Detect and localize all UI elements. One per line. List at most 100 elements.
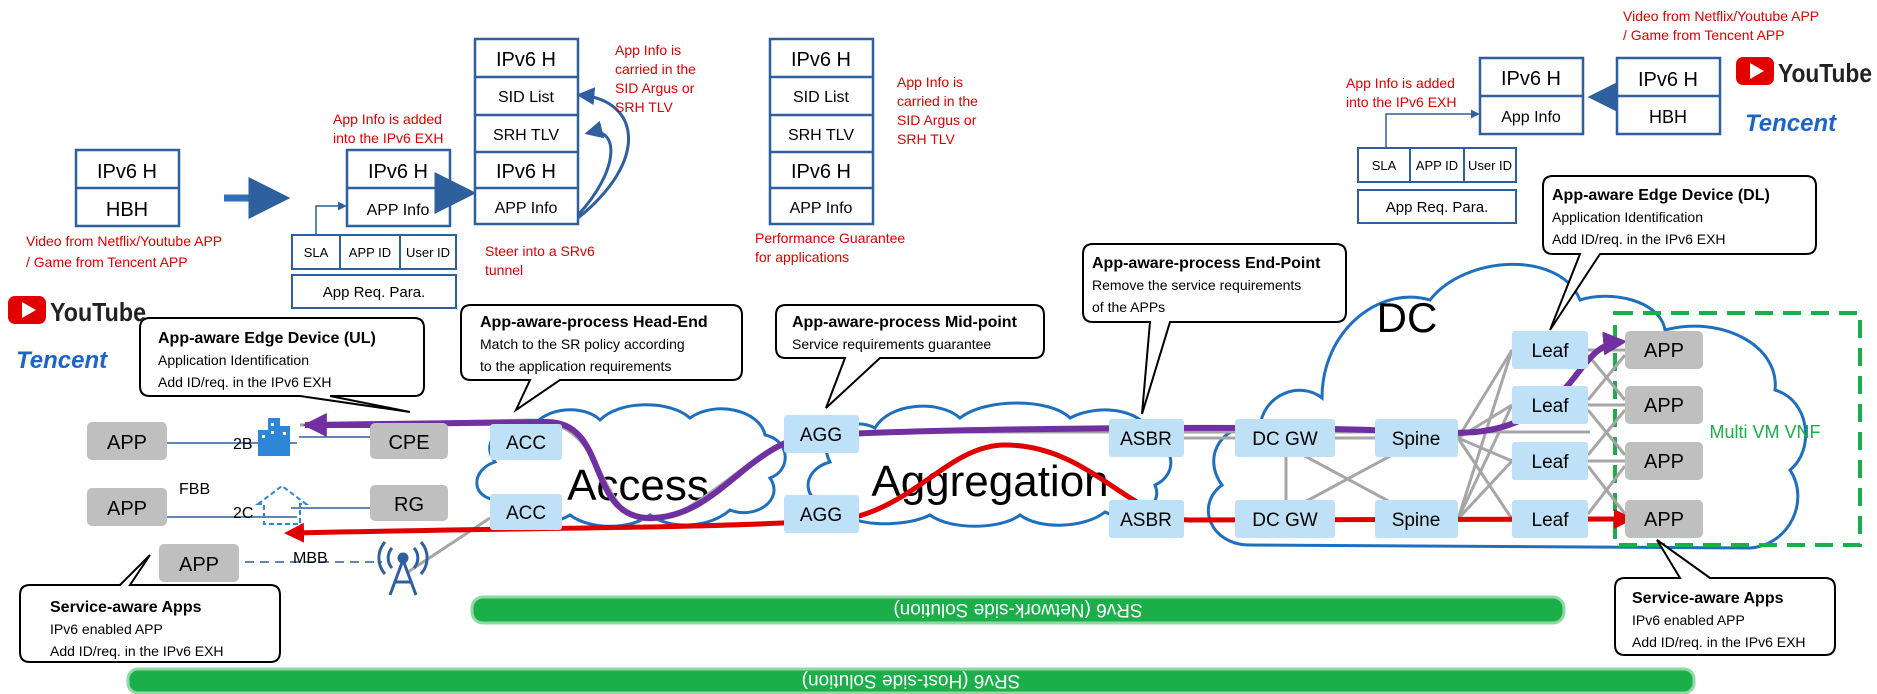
- dc-gw-node[interactable]: DC GW: [1235, 419, 1335, 457]
- spine-node[interactable]: Spine: [1375, 419, 1458, 457]
- spine-node[interactable]: Spine: [1375, 500, 1458, 538]
- note-steer: Steer into a SRv6 tunnel: [485, 243, 595, 278]
- callout-title: App-aware-process Head-End: [480, 314, 708, 331]
- note-video-left: Video from Netflix/Youtube APP / Game fr…: [26, 233, 222, 270]
- asbr-node[interactable]: ASBR: [1109, 500, 1184, 538]
- header-row: SID List: [793, 89, 850, 106]
- svg-text:Performance Guarantee: Performance Guarantee: [755, 230, 905, 246]
- svg-text:SID Argus or: SID Argus or: [615, 80, 695, 96]
- header-srh-stack: IPv6 H SID List SRH TLV IPv6 H APP Info: [473, 37, 580, 226]
- vm-app-node[interactable]: APP: [1625, 442, 1703, 480]
- svg-text:App Info is: App Info is: [897, 74, 963, 90]
- leaf-label: Leaf: [1532, 341, 1570, 362]
- agg-node[interactable]: AGG: [784, 415, 859, 453]
- label-fbb: FBB: [179, 481, 210, 498]
- svg-text:Steer into a SRv6: Steer into a SRv6: [485, 243, 595, 259]
- vm-app-node[interactable]: APP: [1625, 331, 1703, 369]
- rg-node[interactable]: RG: [370, 485, 448, 521]
- dc-gw-label: DC GW: [1252, 510, 1318, 531]
- callout-end-point: App-aware-process End-Point Remove the s…: [1082, 243, 1347, 415]
- app-node[interactable]: APP: [87, 422, 167, 460]
- app-label: APP: [1644, 509, 1684, 531]
- callout-edge-dl: App-aware Edge Device (DL) Application I…: [1542, 175, 1817, 331]
- subfields-right: SLA APP ID User ID App Req. Para.: [1357, 109, 1517, 224]
- rg-label: RG: [394, 494, 424, 516]
- note-added-right: App Info is added into the IPv6 EXH: [1346, 75, 1457, 110]
- header-row: SRH TLV: [788, 127, 854, 144]
- callout-line: Add ID/req. in the IPv6 EXH: [158, 374, 332, 390]
- svg-text:/ Game from Tencent APP: / Game from Tencent APP: [1623, 27, 1785, 43]
- acc-node[interactable]: ACC: [490, 494, 562, 530]
- callout-line: Add ID/req. in the IPv6 EXH: [1552, 231, 1726, 247]
- svg-text:Tencent: Tencent: [1745, 110, 1837, 137]
- host-side-label: SRv6 (Host-side Solution): [802, 670, 1021, 691]
- vm-app-node[interactable]: APP: [1625, 500, 1703, 538]
- leaf-node[interactable]: Leaf: [1512, 386, 1588, 424]
- svg-text:/ Game from Tencent APP: / Game from Tencent APP: [26, 254, 188, 270]
- cell-tower-icon: [377, 541, 429, 596]
- header-app-info: IPv6 H APP Info: [345, 148, 452, 228]
- callout-line: IPv6 enabled APP: [1632, 612, 1745, 628]
- app-node[interactable]: APP: [87, 488, 167, 526]
- youtube-logo: YouTube: [8, 296, 146, 327]
- svg-text:Video from Netflix/Youtube APP: Video from Netflix/Youtube APP: [1623, 8, 1819, 24]
- access-links: [133, 436, 382, 563]
- label-2c: 2C: [233, 505, 253, 522]
- header-hbh-right: IPv6 H HBH: [1615, 56, 1722, 136]
- acc-node[interactable]: ACC: [490, 424, 562, 460]
- callout-head-end: App-aware-process Head-End Match to the …: [460, 304, 743, 413]
- header-app-info-right: IPv6 H App Info: [1478, 56, 1585, 136]
- header-row: APP Info: [790, 200, 853, 217]
- callout-line: Add ID/req. in the IPv6 EXH: [50, 643, 224, 659]
- callout-line: of the APPs: [1092, 299, 1165, 315]
- asbr-label: ASBR: [1120, 429, 1172, 450]
- svg-text:App Info is: App Info is: [615, 42, 681, 58]
- svg-text:App Info is added: App Info is added: [333, 111, 442, 127]
- acc-label: ACC: [506, 433, 546, 454]
- vm-app-node[interactable]: APP: [1625, 386, 1703, 424]
- callout-title: App-aware-process Mid-point: [792, 314, 1018, 331]
- svg-text:into the IPv6 EXH: into the IPv6 EXH: [333, 130, 444, 146]
- spine-label: Spine: [1392, 429, 1441, 450]
- dc-gw-label: DC GW: [1252, 429, 1318, 450]
- agg-node[interactable]: AGG: [784, 495, 859, 533]
- callout-title: App-aware Edge Device (DL): [1552, 187, 1770, 204]
- dc-gw-node[interactable]: DC GW: [1235, 500, 1335, 538]
- field-app-id: APP ID: [349, 245, 391, 260]
- leaf-node[interactable]: Leaf: [1512, 500, 1588, 538]
- header-row: IPv6 H: [97, 161, 157, 183]
- svg-text:carried in the: carried in the: [897, 93, 978, 109]
- field-req: App Req. Para.: [1386, 199, 1489, 216]
- svg-text:carried in the: carried in the: [615, 61, 696, 77]
- building-icon: [258, 418, 290, 456]
- svg-text:SRH TLV: SRH TLV: [897, 131, 955, 147]
- svg-text:Video from Netflix/Youtube APP: Video from Netflix/Youtube APP: [26, 233, 222, 249]
- callout-line: IPv6 enabled APP: [50, 621, 163, 637]
- header-row: HBH: [1649, 107, 1687, 127]
- field-sla: SLA: [304, 245, 329, 260]
- vnf-group: Multi VM VNF: [1613, 311, 1862, 547]
- callout-line: to the application requirements: [480, 358, 671, 374]
- app-label: APP: [1644, 451, 1684, 473]
- callout-line: Add ID/req. in the IPv6 EXH: [1632, 634, 1806, 650]
- callout-line: Remove the service requirements: [1092, 277, 1301, 293]
- cpe-node[interactable]: CPE: [370, 423, 448, 459]
- header-row: IPv6 H: [496, 49, 556, 71]
- cpe-label: CPE: [388, 432, 429, 454]
- leaf-node[interactable]: Leaf: [1512, 442, 1588, 480]
- svg-text:into the IPv6 EXH: into the IPv6 EXH: [1346, 94, 1457, 110]
- callout-line: Match to the SR policy according: [480, 336, 685, 352]
- callout-mid-point: App-aware-process Mid-point Service requ…: [775, 304, 1045, 409]
- app-node[interactable]: APP: [159, 544, 239, 582]
- note-perf: Performance Guarantee for applications: [755, 230, 905, 265]
- agg-label: AGG: [800, 425, 842, 446]
- callout-title: Service-aware Apps: [50, 599, 202, 616]
- leaf-node[interactable]: Leaf: [1512, 331, 1588, 369]
- header-row: IPv6 H: [496, 161, 556, 183]
- asbr-node[interactable]: ASBR: [1109, 419, 1184, 457]
- header-row: IPv6 H: [368, 161, 428, 183]
- callout-title: App-aware Edge Device (UL): [158, 330, 376, 347]
- agg-label: AGG: [800, 505, 842, 526]
- svg-text:Tencent: Tencent: [16, 347, 108, 374]
